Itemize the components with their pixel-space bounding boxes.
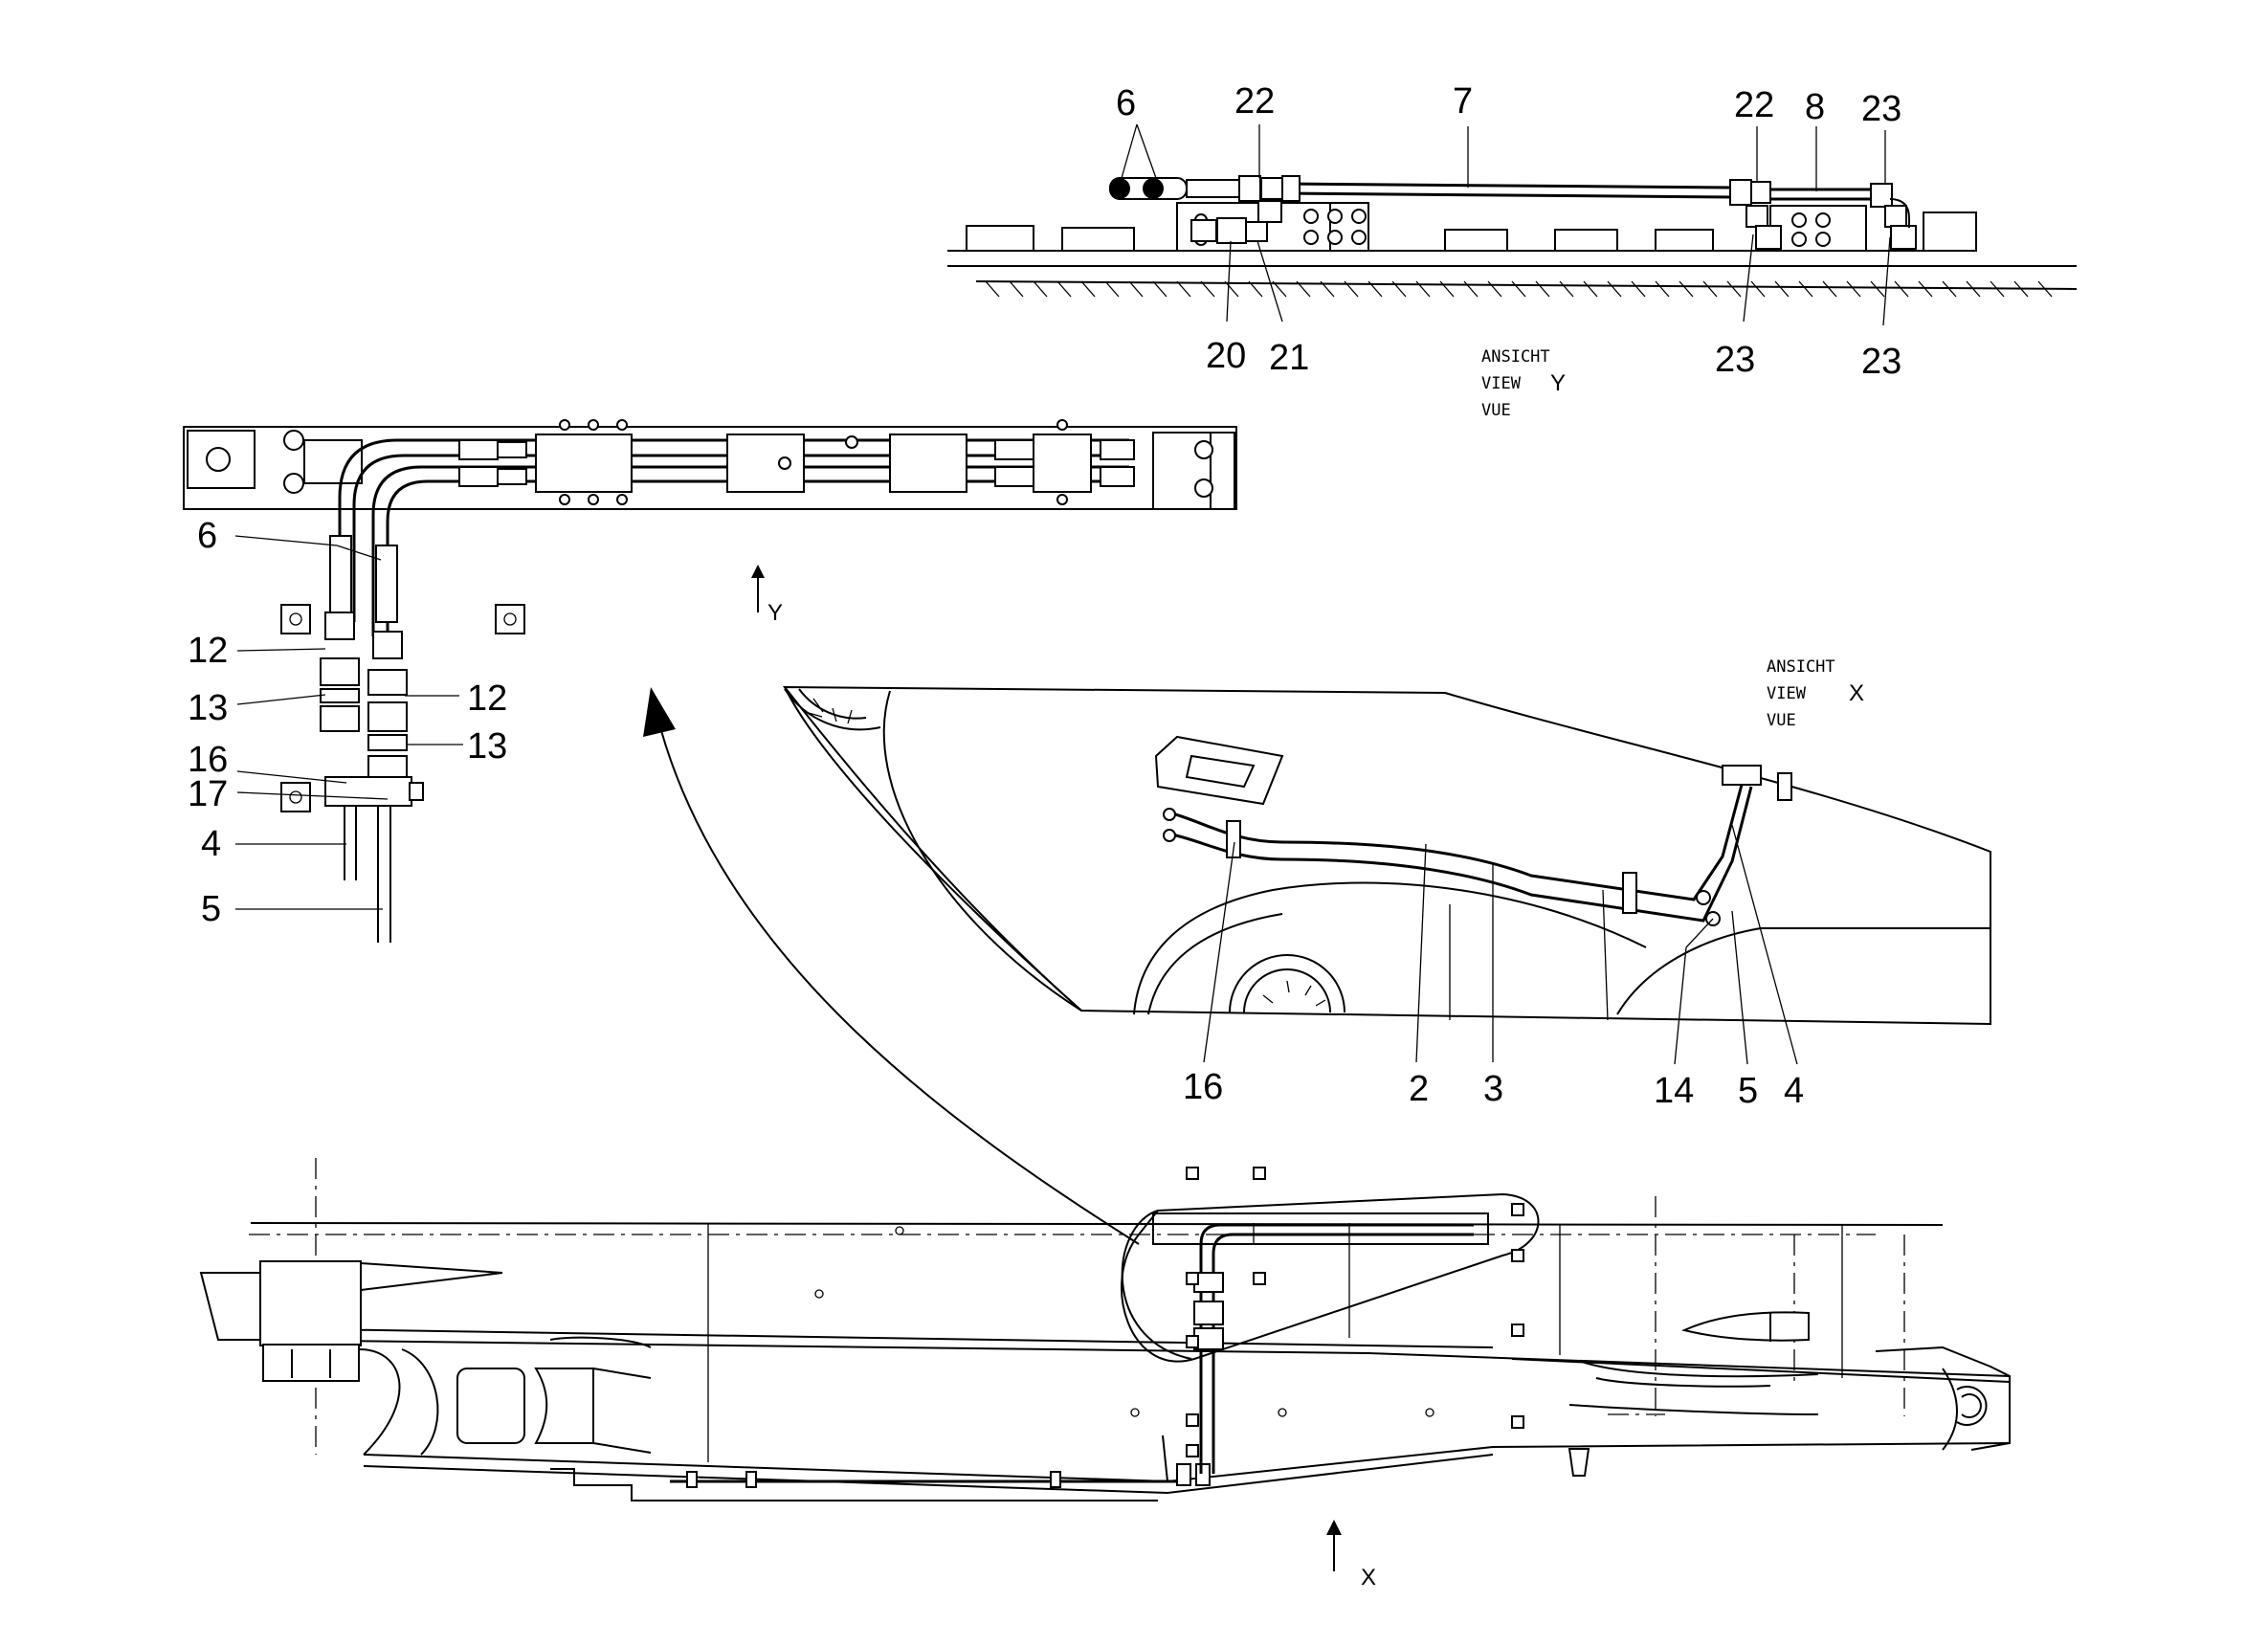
- callout-left-4: 4: [201, 824, 221, 864]
- view-y-elevation: 6 22 7 22 8 23 20 21 23 23 ANSICHT VIEW …: [947, 81, 2078, 420]
- callout-top-6: 6: [1116, 83, 1136, 123]
- pipe-fittings-horizontal: [458, 434, 1135, 493]
- callout-right-5: 5: [1738, 1071, 1758, 1111]
- callout-top-23a: 23: [1861, 89, 1901, 129]
- callout-left-5: 5: [201, 889, 221, 929]
- callout-right-4: 4: [1784, 1071, 1804, 1111]
- callout-top-21: 21: [1269, 338, 1309, 378]
- callout-top-23b: 23: [1715, 340, 1755, 380]
- mounting-studs: [280, 604, 525, 812]
- callout-left-13a: 13: [188, 688, 228, 728]
- callout-top-20: 20: [1206, 336, 1246, 376]
- view-x-ansicht: ANSICHT: [1767, 657, 1835, 677]
- detail-studs: [1186, 1167, 1524, 1457]
- callout-right-16: 16: [1183, 1067, 1223, 1107]
- view-y-ansicht: ANSICHT: [1481, 347, 1550, 367]
- callout-left-6: 6: [197, 516, 217, 556]
- leaders-right: [1203, 824, 1798, 1065]
- callout-right-3: 3: [1483, 1069, 1503, 1109]
- detail-plan-view: 6 12 13 12 13 16 17 4 5 Y: [183, 419, 1237, 943]
- callout-left-13b: 13: [467, 726, 507, 767]
- leaders-top: [1121, 123, 1891, 326]
- view-x-side-elevation: 16 2 3 14 5 4 ANSICHT VIEW X VUE: [782, 657, 1991, 1111]
- view-arrow-y: [751, 565, 765, 612]
- callout-top-8: 8: [1805, 87, 1825, 127]
- callout-left-16: 16: [188, 740, 228, 780]
- boom-elevation: X: [199, 1158, 2011, 1590]
- callout-right-14: 14: [1654, 1071, 1694, 1111]
- callout-top-22a: 22: [1234, 81, 1275, 122]
- ground-hatching: [985, 280, 2053, 298]
- callout-top-7: 7: [1453, 81, 1473, 122]
- view-x-vue: VUE: [1767, 711, 1796, 730]
- view-y-view: VIEW: [1481, 374, 1522, 393]
- callout-top-22b: 22: [1734, 85, 1774, 125]
- boom-holes: [814, 1226, 1434, 1417]
- view-arrow-x: [1326, 1520, 1342, 1571]
- view-arrow-y-label: Y: [767, 600, 783, 626]
- sheave-spokes-top: [808, 698, 853, 724]
- view-x-view: VIEW: [1767, 684, 1807, 703]
- bolts-plan: [559, 419, 1068, 505]
- leaders-left: [234, 535, 463, 910]
- detail-reference-arrow: [643, 687, 1140, 1245]
- view-arrow-x-label: X: [1361, 1565, 1376, 1590]
- callout-left-12b: 12: [467, 678, 507, 719]
- callout-right-2: 2: [1409, 1069, 1429, 1109]
- view-y-vue: VUE: [1481, 401, 1511, 420]
- callout-left-17: 17: [188, 774, 228, 814]
- sheave-spokes-bottom: [1262, 980, 1326, 1007]
- view-x-letter: X: [1849, 680, 1864, 706]
- callout-top-23c: 23: [1861, 342, 1901, 382]
- view-y-letter: Y: [1550, 370, 1566, 396]
- callout-left-12a: 12: [188, 631, 228, 671]
